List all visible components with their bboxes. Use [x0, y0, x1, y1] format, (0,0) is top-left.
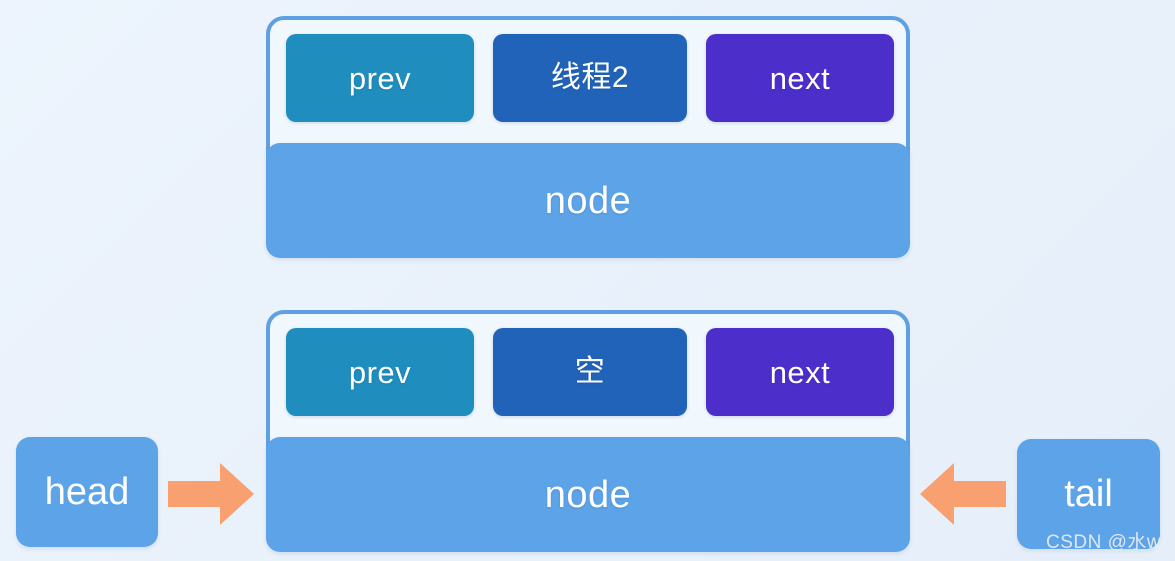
arrow-left-icon: [920, 463, 1006, 525]
node-2-value-field: 空: [493, 328, 687, 416]
node-2-node-label: node: [544, 473, 632, 516]
node-1-next-label: next: [769, 60, 831, 96]
node-1-field-row: prev 线程2 next: [286, 34, 894, 122]
node-2-next-label: next: [769, 354, 831, 390]
node-1-prev-field: prev: [286, 34, 474, 122]
node-2-field-row: prev 空 next: [286, 328, 894, 416]
node-2-prev-label: prev: [348, 354, 412, 390]
node-1-node-bar: node: [266, 143, 910, 258]
node-2-next-field: next: [706, 328, 894, 416]
node-1-value-label: 线程2: [550, 61, 630, 94]
arrow-right-icon: [168, 463, 254, 525]
node-2-node-bar: node: [266, 437, 910, 552]
head-pointer-label: head: [44, 471, 130, 513]
tail-pointer-label: tail: [1064, 473, 1113, 515]
node-1-value-field: 线程2: [493, 34, 687, 122]
tail-pointer-box: tail: [1017, 439, 1160, 549]
node-1-next-field: next: [706, 34, 894, 122]
node-2-value-label: 空: [574, 355, 606, 388]
node-1-prev-label: prev: [348, 60, 412, 96]
node-2-prev-field: prev: [286, 328, 474, 416]
head-pointer-box: head: [16, 437, 158, 547]
node-1-node-label: node: [544, 179, 632, 222]
